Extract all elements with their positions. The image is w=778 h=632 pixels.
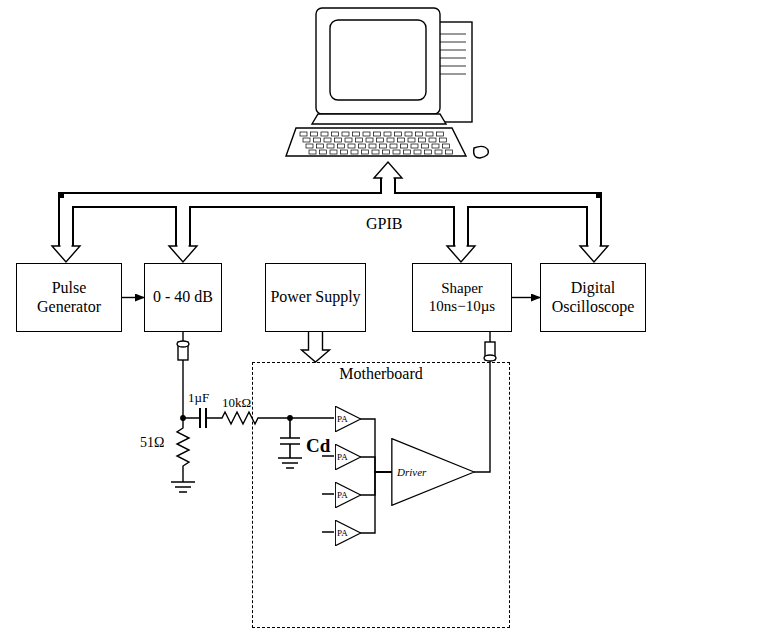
computer-illustration [286,8,488,158]
preamp-triangle: PA [335,444,361,470]
node-label: 0 - 40 dB [153,288,213,306]
region-title: Motherboard [337,365,425,383]
node-label: PA [337,490,348,500]
node-label: Shaper 10ns−10µs [416,280,508,315]
power-arrow [302,332,330,362]
node-label: PA [337,452,348,462]
resistor-value: 10kΩ [222,396,251,409]
signal-wire [360,419,392,472]
signal-wire [360,457,392,472]
resistor-value: 51Ω [140,436,164,450]
signal-arrow [512,297,540,298]
node-label: Pulse Generator [20,279,118,316]
signal-wire [360,472,392,533]
driver-triangle: Driver [391,438,475,506]
bus-name: GPIB [366,216,402,232]
power-supply-box: Power Supply [265,263,366,332]
preamp-triangle: PA [335,406,361,432]
node-label: PA [337,528,348,538]
gpib-bus [52,162,608,262]
preamp-triangle: PA [335,520,361,546]
signal-arrow [122,297,144,298]
pulse-generator-box: Pulse Generator [16,263,122,332]
oscilloscope-box: Digital Oscilloscope [540,263,646,332]
node-label: Power Supply [270,288,360,306]
motherboard-region: MotherboardPA PA PA PA Driver [252,362,510,628]
node-label: Digital Oscilloscope [544,279,642,316]
preamp-triangle: PA [335,482,361,508]
capacitor-value: 1µF [188,391,209,404]
attenuator-box: 0 - 40 dB [144,263,222,332]
node-label: PA [337,414,348,424]
signal-wire [360,472,392,495]
shaper-box: Shaper 10ns−10µs [412,263,512,332]
node-label: Driver [397,466,426,479]
capacitor-name: Cd [306,436,330,455]
